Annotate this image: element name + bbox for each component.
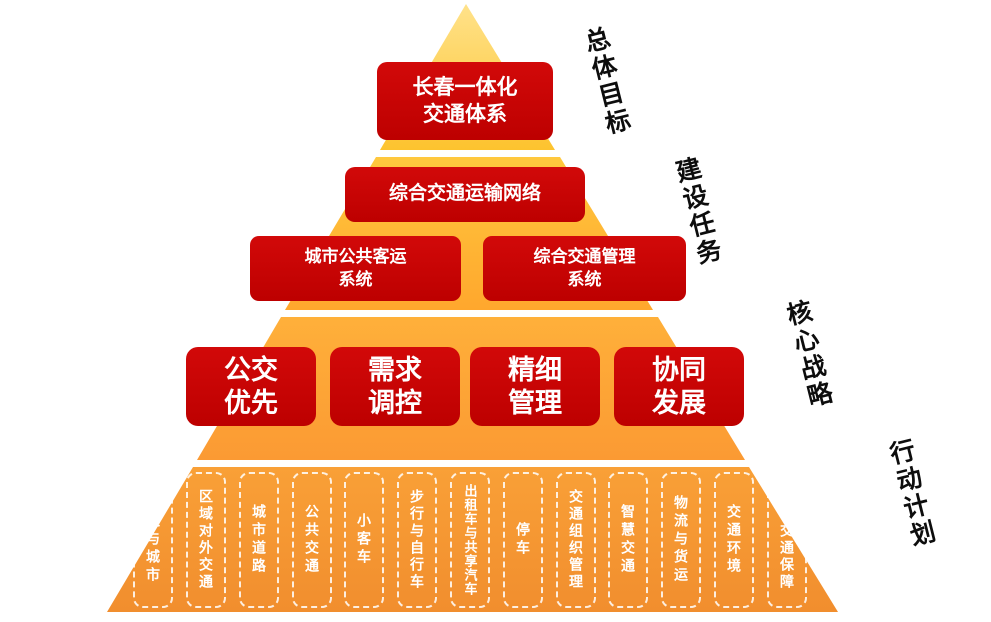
- passenger-system-line2: 系统: [338, 269, 373, 289]
- action-item: 城市道路: [239, 472, 279, 608]
- strategy-line1: 需求: [368, 354, 422, 385]
- action-item: 小客车: [344, 472, 384, 608]
- strategy-line2: 发展: [652, 387, 706, 418]
- action-item: 停车: [503, 472, 543, 608]
- tier-label-action-plan: 行动计划: [883, 436, 939, 552]
- action-item-label: 区域对外交通: [198, 489, 214, 591]
- action-item: 物流与货运: [661, 472, 701, 608]
- strategy-box-bus-priority: 公交 优先: [186, 347, 316, 426]
- strategy-box-fine-management: 精细 管理: [470, 347, 600, 426]
- action-item: 交通组织管理: [556, 472, 596, 608]
- strategy-line2: 优先: [224, 387, 278, 418]
- action-item-label: 交通与城市: [145, 495, 161, 585]
- tier-label-core-strategy: 核心战略: [780, 297, 836, 413]
- action-item-label: 综合交通保障: [779, 489, 795, 591]
- action-item: 智慧交通: [608, 472, 648, 608]
- strategy-line1: 精细: [508, 354, 562, 385]
- action-item-label: 公共交通: [304, 504, 320, 576]
- management-system-line2: 系统: [567, 269, 602, 289]
- goal-box: 长春一体化 交通体系: [377, 62, 553, 140]
- goal-box-line1: 长春一体化: [412, 75, 518, 99]
- strategy-line1: 公交: [224, 354, 278, 385]
- action-item: 交通环境: [714, 472, 754, 608]
- action-item-label: 出租车与共享汽车: [462, 484, 478, 596]
- action-item: 公共交通: [292, 472, 332, 608]
- action-item-label: 城市道路: [251, 504, 267, 576]
- action-item-label: 步行与自行车: [409, 489, 425, 591]
- strategy-line2: 管理: [508, 387, 562, 418]
- action-item-label: 交通组织管理: [568, 489, 584, 591]
- strategy-line1: 协同: [652, 354, 706, 385]
- management-system-line1: 综合交通管理: [533, 247, 636, 267]
- action-item: 区域对外交通: [186, 472, 226, 608]
- tier-label-overall-goal: 总体目标: [578, 24, 634, 140]
- network-box-label: 综合交通运输网络: [388, 183, 541, 205]
- action-item-label: 交通环境: [726, 504, 742, 576]
- action-item-label: 停车: [515, 522, 531, 558]
- action-item: 步行与自行车: [397, 472, 437, 608]
- action-item-label: 智慧交通: [620, 504, 636, 576]
- network-box: 综合交通运输网络: [345, 167, 585, 222]
- management-system-box: 综合交通管理 系统: [483, 236, 686, 301]
- strategy-box-coordinated-development: 协同 发展: [614, 347, 744, 426]
- action-item: 出租车与共享汽车: [450, 472, 490, 608]
- action-item: 交通与城市: [133, 472, 173, 608]
- strategy-box-demand-control: 需求 调控: [330, 347, 460, 426]
- action-item: 综合交通保障: [767, 472, 807, 608]
- passenger-system-box: 城市公共客运 系统: [250, 236, 461, 301]
- tier-shape-action-plan: [107, 467, 838, 612]
- action-item-label: 物流与货运: [673, 495, 689, 585]
- action-item-label: 小客车: [356, 513, 372, 567]
- strategy-line2: 调控: [368, 387, 422, 418]
- passenger-system-line1: 城市公共客运: [304, 247, 407, 267]
- goal-box-line2: 交通体系: [423, 103, 507, 126]
